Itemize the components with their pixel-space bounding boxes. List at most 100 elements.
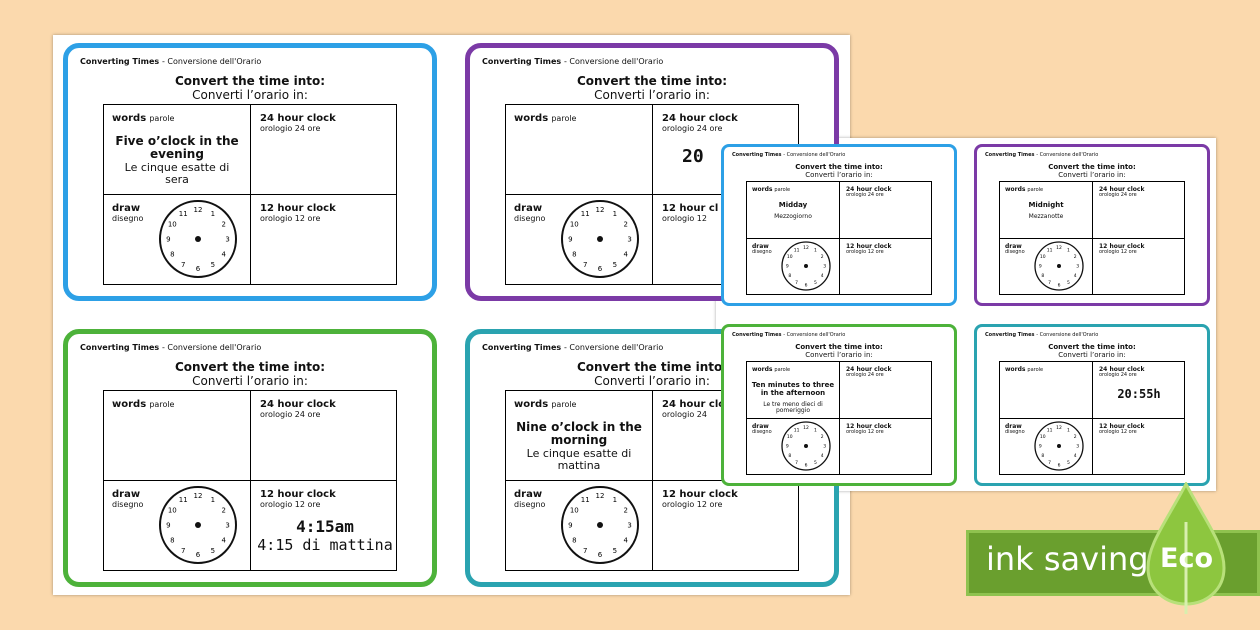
clock-number: 7 <box>795 280 798 286</box>
card-title-it: - Conversione dell'Orario <box>1036 152 1099 158</box>
clock-number: 8 <box>1041 453 1044 459</box>
clock-number: 6 <box>196 551 201 559</box>
clock-number: 7 <box>181 547 185 555</box>
clock-number: 8 <box>572 536 576 544</box>
clock-number: 1 <box>613 210 617 218</box>
clock-number: 10 <box>168 507 177 515</box>
h12-answer-value: 4:15am <box>296 517 354 536</box>
words-label: words parole <box>752 186 790 193</box>
converting-times-card: Converting Times - Conversione dell'Orar… <box>63 43 437 301</box>
h24-label-it: orologio 24 ore <box>260 123 321 133</box>
h12-label-it: orologio 12 ore <box>846 429 884 436</box>
h24-label-it: orologio 24 ore <box>662 123 723 133</box>
heading-it: Converti l’orario in: <box>594 373 710 388</box>
draw-label-it: disegno <box>752 429 772 436</box>
clock-number: 6 <box>598 551 603 559</box>
heading-it: Converti l’orario in: <box>192 373 308 388</box>
h12-label-it: orologio 12 ore <box>846 249 884 256</box>
grid-divider <box>747 238 931 239</box>
clock-number: 11 <box>1047 427 1053 433</box>
clock-number: 10 <box>168 221 177 229</box>
clock-number: 4 <box>1074 273 1077 279</box>
card-title: Converting Times - Conversione dell'Orar… <box>482 57 663 66</box>
words-label: words parole <box>112 113 174 125</box>
clock-number: 11 <box>581 496 590 504</box>
card-heading: Convert the time into:Converti l’orario … <box>977 163 1207 179</box>
clock-number: 1 <box>211 496 215 504</box>
h12-label-en: 12 hour clock <box>662 489 738 500</box>
clock-number: 2 <box>1074 434 1077 440</box>
grid-divider <box>1000 238 1184 239</box>
card-title-en: Converting Times <box>80 57 160 66</box>
h12-label-it: orologio 12 ore <box>662 499 723 509</box>
h24-answer: 20 <box>682 146 704 168</box>
clock-number: 9 <box>568 522 572 530</box>
clock-number: 7 <box>181 261 185 269</box>
clock-number: 6 <box>1058 282 1061 288</box>
words-answer-it: Le cinque esatte di mattina <box>526 446 632 473</box>
converting-times-card-small: Converting Times - Conversione dell'Orar… <box>974 144 1210 306</box>
clock-number: 11 <box>1047 247 1053 253</box>
grid-divider <box>747 418 931 419</box>
heading-it: Converti l’orario in: <box>1058 171 1126 180</box>
card-title-en: Converting Times <box>80 343 160 352</box>
clock-number: 2 <box>1074 254 1077 260</box>
clock-number: 5 <box>211 261 215 269</box>
clock-number: 7 <box>583 261 587 269</box>
words-answer-it: Mezzogiorno <box>774 212 812 220</box>
card-title: Converting Times - Conversione dell'Orar… <box>80 57 261 66</box>
heading-en: Convert the time into: <box>1048 163 1136 171</box>
heading-en: Convert the time into: <box>576 74 728 88</box>
clock-number: 9 <box>1039 264 1042 270</box>
h24-label-en: 24 hour clock <box>846 366 892 373</box>
card-title-en: Converting Times <box>732 152 782 158</box>
words-label-it: parole <box>149 400 175 409</box>
h24-label-en: 24 hour clock <box>662 113 738 124</box>
h12-label-en: 12 hour clock <box>260 203 336 214</box>
card-title-it: - Conversione dell'Orario <box>161 343 262 352</box>
clock-number: 8 <box>170 536 174 544</box>
clock-number: 12 <box>1056 425 1062 431</box>
clock-number: 2 <box>221 221 225 229</box>
card-title: Converting Times - Conversione dell'Orar… <box>985 332 1098 338</box>
clock-number: 9 <box>1039 444 1042 450</box>
words-label-en: words <box>752 186 773 193</box>
clock-number: 6 <box>805 462 808 468</box>
clock-number: 5 <box>1067 280 1070 286</box>
heading-it: Converti l’orario in: <box>594 87 710 102</box>
clock-number: 12 <box>803 425 809 431</box>
words-label: words parole <box>1005 366 1043 373</box>
words-answer-it: Le cinque esatte di sera <box>124 160 230 187</box>
card-heading: Convert the time into:Converti l’orario … <box>724 343 954 359</box>
words-answer <box>1004 382 1088 386</box>
words-answer-en: Midday <box>778 201 808 209</box>
card-title: Converting Times - Conversione dell'Orar… <box>985 152 1098 158</box>
card-heading: Convert the time into:Converti l’orario … <box>724 163 954 179</box>
card-title-it: - Conversione dell'Orario <box>563 343 664 352</box>
clock-number: 3 <box>1076 264 1079 270</box>
grid-divider <box>1000 418 1184 419</box>
h24-label-en: 24 hour clock <box>1099 366 1145 373</box>
h24-label-en: 24 hour clock <box>260 113 336 124</box>
clock-number: 1 <box>1067 247 1070 253</box>
words-label-it: parole <box>774 367 791 373</box>
card-title-it: - Conversione dell'Orario <box>783 332 846 338</box>
card-heading: Convert the time into:Converti l’orario … <box>68 360 432 389</box>
clock-number: 1 <box>613 496 617 504</box>
